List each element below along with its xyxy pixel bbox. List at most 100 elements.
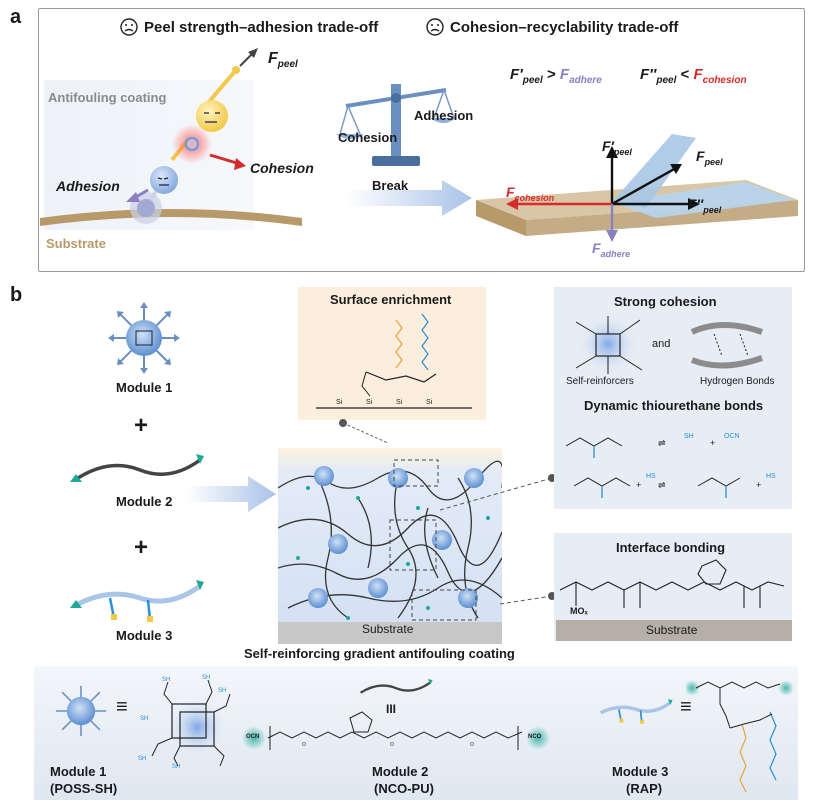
plus-1: + xyxy=(134,412,149,439)
substrate-label-center: Substrate xyxy=(362,622,414,636)
equation-2: F″peel < Fcohesion xyxy=(640,66,747,86)
equation-1: F′peel > Fadhere xyxy=(510,66,602,86)
svg-text:SH: SH xyxy=(140,716,148,722)
svg-text:Si: Si xyxy=(426,399,433,406)
surface-enrichment-structure: Si Si Si Si xyxy=(316,313,472,409)
module1-label: Module 1 xyxy=(116,380,173,395)
module2-label: Module 2 xyxy=(116,494,173,509)
module1-poss-icon-small xyxy=(55,685,107,737)
balance-break-label: Break xyxy=(372,178,409,193)
svg-text:Si: Si xyxy=(336,399,343,406)
bottom-module3-sub: (RAP) xyxy=(626,781,663,796)
force-diagram xyxy=(476,134,798,242)
adhesion-label: Adhesion xyxy=(56,178,120,194)
bottom-module1-sub: (POSS-SH) xyxy=(50,781,118,796)
svg-text:HS: HS xyxy=(646,473,656,480)
substrate-label-right: Substrate xyxy=(646,623,698,637)
equiv-2: III xyxy=(386,702,397,716)
dynamic-bonds-title: Dynamic thiourethane bonds xyxy=(584,398,764,413)
panel-a-letter: a xyxy=(10,6,22,28)
substrate-curve xyxy=(40,209,302,226)
svg-text:SH: SH xyxy=(138,756,146,762)
svg-text:O: O xyxy=(390,742,394,748)
coating-network xyxy=(278,459,502,644)
and-label: and xyxy=(652,338,671,350)
plus-2: + xyxy=(134,534,149,561)
bottom-module2-label: Module 2 xyxy=(372,764,429,779)
balance-scale-icon xyxy=(336,84,456,166)
rap-structure xyxy=(686,680,794,793)
right-connectors xyxy=(439,474,556,605)
svg-text:+: + xyxy=(710,438,715,448)
cohesion-structures xyxy=(575,314,763,374)
vec-fpeel-prime-label: F′peel xyxy=(602,138,632,157)
svg-text:Si: Si xyxy=(366,399,373,406)
vec-fadhere-label: Fadhere xyxy=(592,240,631,259)
surface-enrichment-title: Surface enrichment xyxy=(330,292,452,307)
cohesion-label: Cohesion xyxy=(250,160,314,176)
panel-b-letter: b xyxy=(10,284,23,306)
svg-text:Si: Si xyxy=(396,399,403,406)
module3-chain-icon xyxy=(70,580,204,622)
balance-adhesion-label: Adhesion xyxy=(414,108,474,123)
transition-arrow-b xyxy=(186,476,276,512)
equiv-3: ≡ xyxy=(680,696,692,718)
tradeoff2-title: Cohesion–recyclability trade-off xyxy=(426,18,678,36)
tradeoff2-text: Cohesion–recyclability trade-off xyxy=(450,18,679,36)
panel-a-frame xyxy=(38,8,805,272)
transition-arrow-a xyxy=(346,180,472,216)
strong-cohesion-title: Strong cohesion xyxy=(614,294,717,309)
surface-enrichment-box xyxy=(298,287,486,420)
svg-text:⇌: ⇌ xyxy=(658,438,666,448)
module2-chain-icon-small xyxy=(359,679,433,694)
interface-substrate-bar xyxy=(556,620,792,641)
nco-label: NCO xyxy=(528,734,542,740)
bottom-module2-sub: (NCO-PU) xyxy=(374,781,434,796)
antifouling-coating-label: Antifouling coating xyxy=(48,90,167,105)
coating-caption: Self-reinforcing gradient antifouling co… xyxy=(244,646,515,661)
module1-poss-icon xyxy=(108,302,180,374)
svg-text:SH: SH xyxy=(202,675,210,681)
bottom-module3-label: Module 3 xyxy=(612,764,669,779)
svg-text:⇌: ⇌ xyxy=(658,480,666,490)
bottom-module1-label: Module 1 xyxy=(50,764,107,779)
svg-text:SH: SH xyxy=(218,688,226,694)
tradeoff1-title: Peel strength–adhesion trade-off xyxy=(120,18,378,36)
balance-cohesion-label: Cohesion xyxy=(338,130,398,145)
svg-text:OCN: OCN xyxy=(724,433,740,440)
svg-text:O: O xyxy=(302,742,306,748)
substrate-label-a: Substrate xyxy=(46,236,106,251)
interface-bonding-title: Interface bonding xyxy=(616,540,726,555)
vec-fcohesion-label: Fcohesion xyxy=(506,184,555,203)
surface-dash-connector xyxy=(339,419,389,444)
vec-fpeel-dprime-label: F″peel xyxy=(688,196,722,215)
module3-label: Module 3 xyxy=(116,628,173,643)
yellow-ball xyxy=(196,100,228,132)
module2-chain-icon xyxy=(70,454,204,482)
poss-sh-structure: SH SH SH SH SH SH xyxy=(138,675,231,768)
equiv-1: ≡ xyxy=(116,696,128,718)
mox-label: MOₓ xyxy=(570,606,588,616)
module3-chain-icon-small xyxy=(599,699,673,724)
svg-text:SH: SH xyxy=(162,677,170,683)
sad-face-icon xyxy=(426,18,444,36)
thiourethane-reactions: ⇌ ⇌ + + + SH OCN HS HS xyxy=(565,433,776,498)
svg-text:HS: HS xyxy=(766,473,776,480)
svg-text:O: O xyxy=(470,742,474,748)
hydrogen-bonds-label: Hydrogen Bonds xyxy=(700,376,775,387)
svg-text:SH: SH xyxy=(172,764,180,768)
svg-text:SH: SH xyxy=(684,433,694,440)
tradeoff1-text: Peel strength–adhesion trade-off xyxy=(144,18,379,36)
vec-fpeel-label: Fpeel xyxy=(696,148,723,167)
svg-text:+: + xyxy=(636,480,641,490)
svg-text:+: + xyxy=(756,480,761,490)
sad-face-icon xyxy=(120,18,138,36)
module-structures-band xyxy=(34,666,798,800)
interface-structure xyxy=(559,559,785,608)
ocn-label: OCN xyxy=(246,734,260,740)
self-reinforcers-label: Self-reinforcers xyxy=(566,376,634,387)
peel-schematic xyxy=(40,48,302,230)
blue-ball xyxy=(150,166,178,194)
f-peel-label: Fpeel xyxy=(268,50,298,71)
